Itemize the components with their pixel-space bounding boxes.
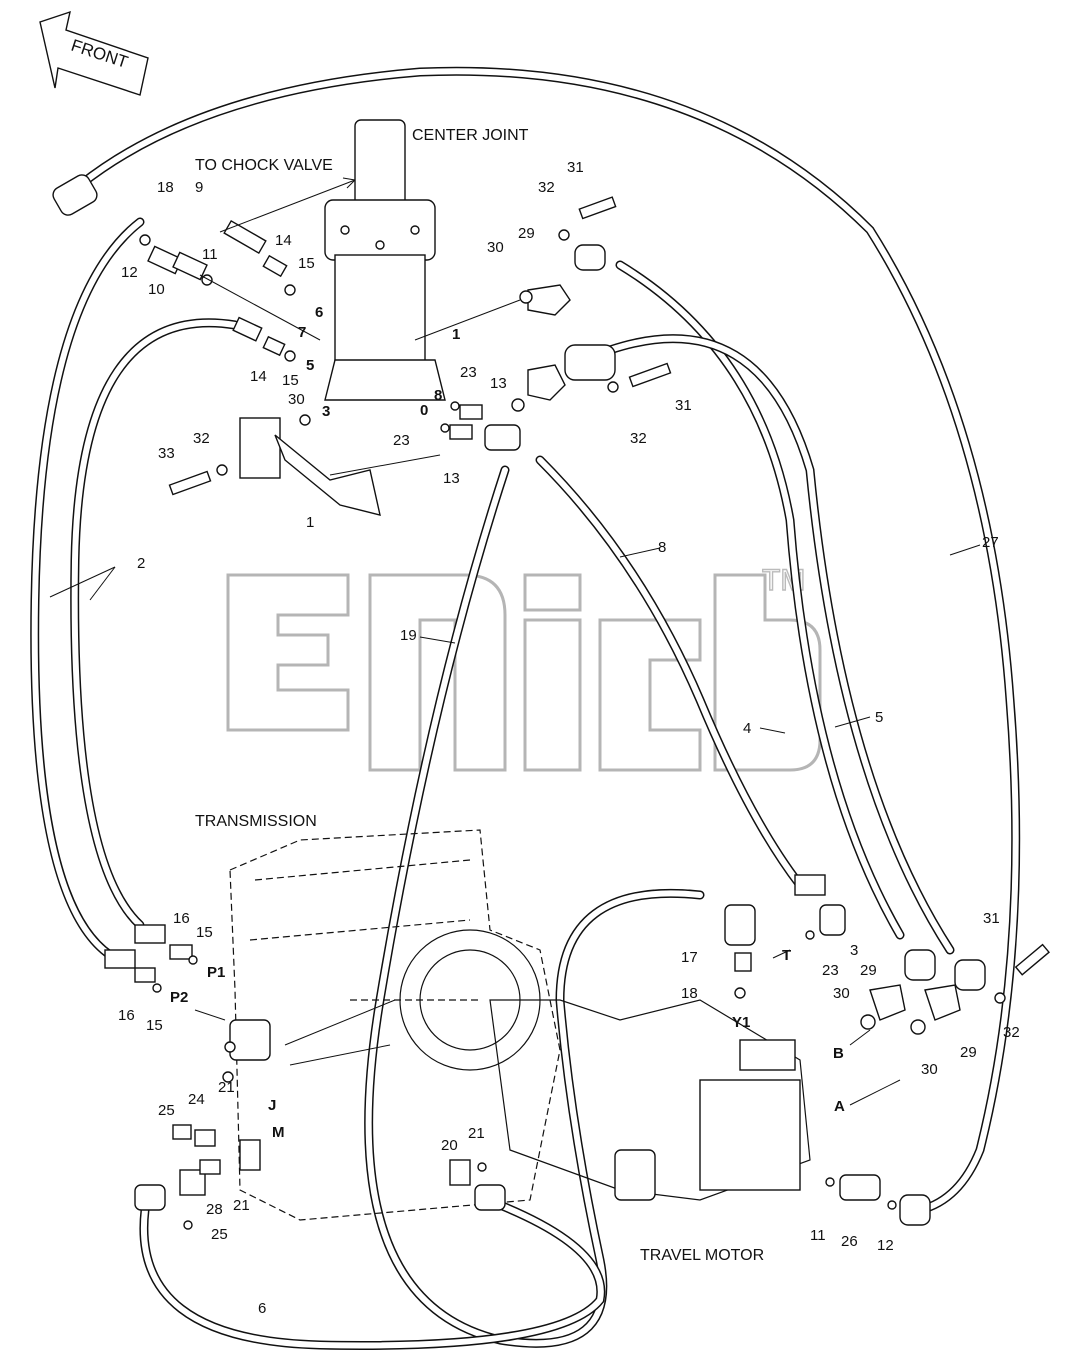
hose-8 [535,455,805,890]
port-m: M [272,1124,285,1141]
watermark-logo: TM [226,563,822,772]
flange-tube-1 [239,417,381,516]
part-31: 31 [567,159,584,176]
part-21: 21 [218,1079,235,1096]
part-23: 23 [460,364,477,381]
part-number-labels: 31 32 29 30 18 9 12 10 11 14 15 14 15 23… [118,159,1020,1317]
part-12: 12 [877,1237,894,1254]
part-31: 31 [983,910,1000,927]
part-4: 4 [743,720,751,737]
part-6: 6 [258,1300,266,1317]
caption-transmission: TRANSMISSION [195,813,317,830]
part-15: 15 [298,255,315,272]
part-25: 25 [211,1226,228,1243]
part-13: 13 [490,375,507,392]
hose-2 [30,217,240,960]
part-30: 30 [921,1061,938,1078]
part-21: 21 [233,1197,250,1214]
part-29: 29 [960,1044,977,1061]
part-33: 33 [158,445,175,462]
part-26: 26 [841,1233,858,1250]
part-1: 1 [306,514,314,531]
part-23: 23 [822,962,839,979]
center-joint [324,119,446,401]
port-p1: P1 [207,964,225,981]
part-27: 27 [982,534,999,551]
part-29: 29 [860,962,877,979]
hose-6 [139,1200,606,1350]
part-31: 31 [675,397,692,414]
part-15: 15 [196,924,213,941]
part-30: 30 [288,391,305,408]
caption-to-chock-valve: TO CHOCK VALVE [195,157,333,174]
part-15: 15 [282,372,299,389]
hose-27 [75,66,1021,1215]
part-30: 30 [833,985,850,1002]
caption-travel-motor: TRAVEL MOTOR [640,1247,764,1264]
part-10: 10 [148,281,165,298]
part-20: 20 [441,1137,458,1154]
part-24: 24 [188,1091,205,1108]
part-11: 11 [202,246,218,263]
cj-port-0: 0 [420,402,428,419]
part-14: 14 [275,232,292,249]
part-9: 9 [195,179,203,196]
part-32: 32 [193,430,210,447]
port-b: B [833,1045,844,1062]
port-p2: P2 [170,989,188,1006]
cj-port-7: 7 [298,324,306,341]
part-14: 14 [250,368,267,385]
cj-port-8: 8 [434,387,442,404]
part-23: 23 [393,432,410,449]
part-32: 32 [1003,1024,1020,1041]
cj-port-5: 5 [306,357,314,374]
cj-port-3: 3 [322,403,330,420]
part-8: 8 [658,539,666,556]
leader-lines [49,177,981,1106]
port-a: A [834,1098,845,1115]
transmission-body [229,829,561,1221]
part-18: 18 [681,985,698,1002]
port-y1: Y1 [732,1014,750,1031]
part-12: 12 [121,264,138,281]
travel-motor-body [489,999,811,1201]
fittings [52,174,1050,1230]
port-j: J [268,1097,276,1114]
front-arrow: FRONT [39,10,149,96]
part-13: 13 [443,470,460,487]
part-25: 25 [158,1102,175,1119]
part-19: 19 [400,627,417,644]
part-32: 32 [630,430,647,447]
part-16: 16 [118,1007,135,1024]
hose-4-5 [605,260,955,955]
part-21: 21 [468,1125,485,1142]
part-5: 5 [875,709,883,726]
part-17: 17 [681,949,698,966]
part-30: 30 [487,239,504,256]
part-18: 18 [157,179,174,196]
part-15: 15 [146,1017,163,1034]
part-11: 11 [810,1227,826,1244]
caption-center-joint: CENTER JOINT [412,127,529,144]
part-3: 3 [850,942,858,959]
port-t: T [782,947,791,964]
part-28: 28 [206,1201,223,1218]
part-29: 29 [518,225,535,242]
cj-port-1: 1 [452,326,460,343]
part-2: 2 [137,555,145,572]
cj-port-6: 6 [315,304,323,321]
part-16: 16 [173,910,190,927]
part-32: 32 [538,179,555,196]
